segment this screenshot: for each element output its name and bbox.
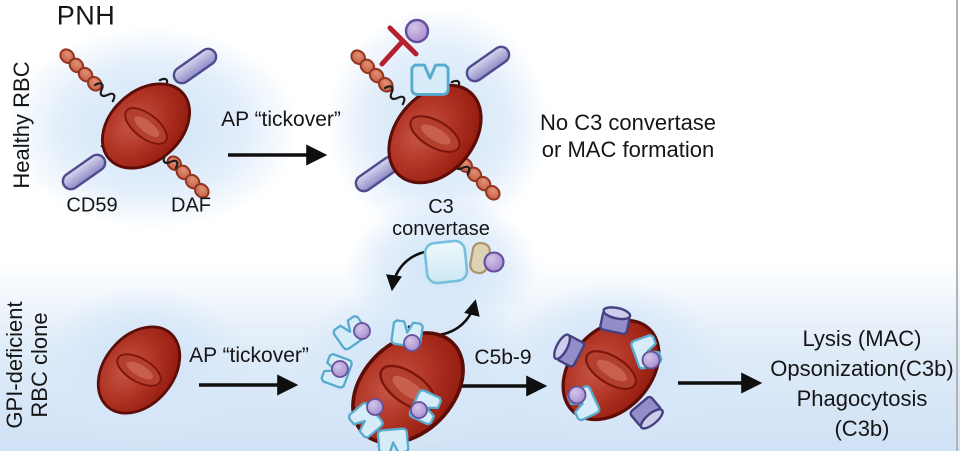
c3-convertase-cycle-icon xyxy=(386,239,505,337)
c3-convertase-label: C3 convertase xyxy=(392,196,490,240)
ap-tickover-label-top: AP “tickover” xyxy=(221,108,341,131)
c3-convertase-label-line2: convertase xyxy=(392,218,490,240)
outcome-phagocytosis: Phagocytosis (C3b) xyxy=(796,386,928,441)
c3-molecule-icon xyxy=(366,398,384,416)
gpi-deficient-rbc xyxy=(80,309,198,431)
c3-molecule-icon xyxy=(410,401,428,419)
c3b-convertase-icon xyxy=(423,239,469,285)
c3-molecule-icon xyxy=(404,18,430,44)
no-convertase-text: No C3 convertase or MAC formation xyxy=(540,109,716,163)
c3-molecule-icon xyxy=(331,360,349,378)
gpi-deficient-row-label: GPI-deficient RBC clone xyxy=(2,301,52,428)
reaction-arrows xyxy=(199,144,763,397)
mac-pore-icon xyxy=(598,304,633,336)
c3-convertase-label-line1: C3 xyxy=(428,196,454,218)
mac-rbc-group xyxy=(542,299,680,441)
pnh-title: PNH xyxy=(56,0,116,31)
cd59-cylinder-icon xyxy=(58,150,110,194)
c3-molecule-icon xyxy=(403,334,421,352)
cd59-label: CD59 xyxy=(66,194,118,217)
no-convertase-line2: or MAC formation xyxy=(541,137,715,162)
gpi-deficient-row-label-line1: GPI-deficient xyxy=(2,301,27,429)
outcome-lysis: Lysis (MAC) xyxy=(802,326,922,351)
gpi-anchor-squiggle-icon xyxy=(382,82,408,108)
c3-molecule-icon xyxy=(353,322,371,340)
c5b9-arrow-label: C5b-9 xyxy=(474,346,532,369)
opsonized-rbc-group xyxy=(319,309,487,451)
outcome-text: Lysis (MAC) Opsonization(C3b) Phagocytos… xyxy=(770,324,953,444)
daf-label: DAF xyxy=(171,194,211,217)
healthy-rbc-row-label: Healthy RBC xyxy=(9,61,34,189)
c3-molecule-icon xyxy=(483,251,505,273)
inhibition-bar-icon xyxy=(379,25,419,67)
figure-right-border xyxy=(956,0,958,451)
gpi-deficient-row-label-line2: RBC clone xyxy=(27,312,52,418)
gpi-anchor-squiggle-icon xyxy=(92,79,118,105)
outcome-opsonization: Opsonization(C3b) xyxy=(770,356,954,381)
cd59-cylinder-icon xyxy=(462,42,514,86)
ap-tickover-label-bottom: AP “tickover” xyxy=(189,344,309,367)
protected-rbc-group xyxy=(347,18,514,204)
c3-molecule-icon xyxy=(567,385,587,405)
c3b-fragment-icon xyxy=(410,63,450,96)
daf-beads-icon xyxy=(56,45,106,95)
no-convertase-line1: No C3 convertase xyxy=(539,110,717,135)
c3-molecule-icon xyxy=(641,350,661,370)
healthy-rbc-group xyxy=(56,44,221,202)
cd59-cylinder-icon xyxy=(169,44,221,88)
c3b-fragment-icon xyxy=(376,427,410,451)
